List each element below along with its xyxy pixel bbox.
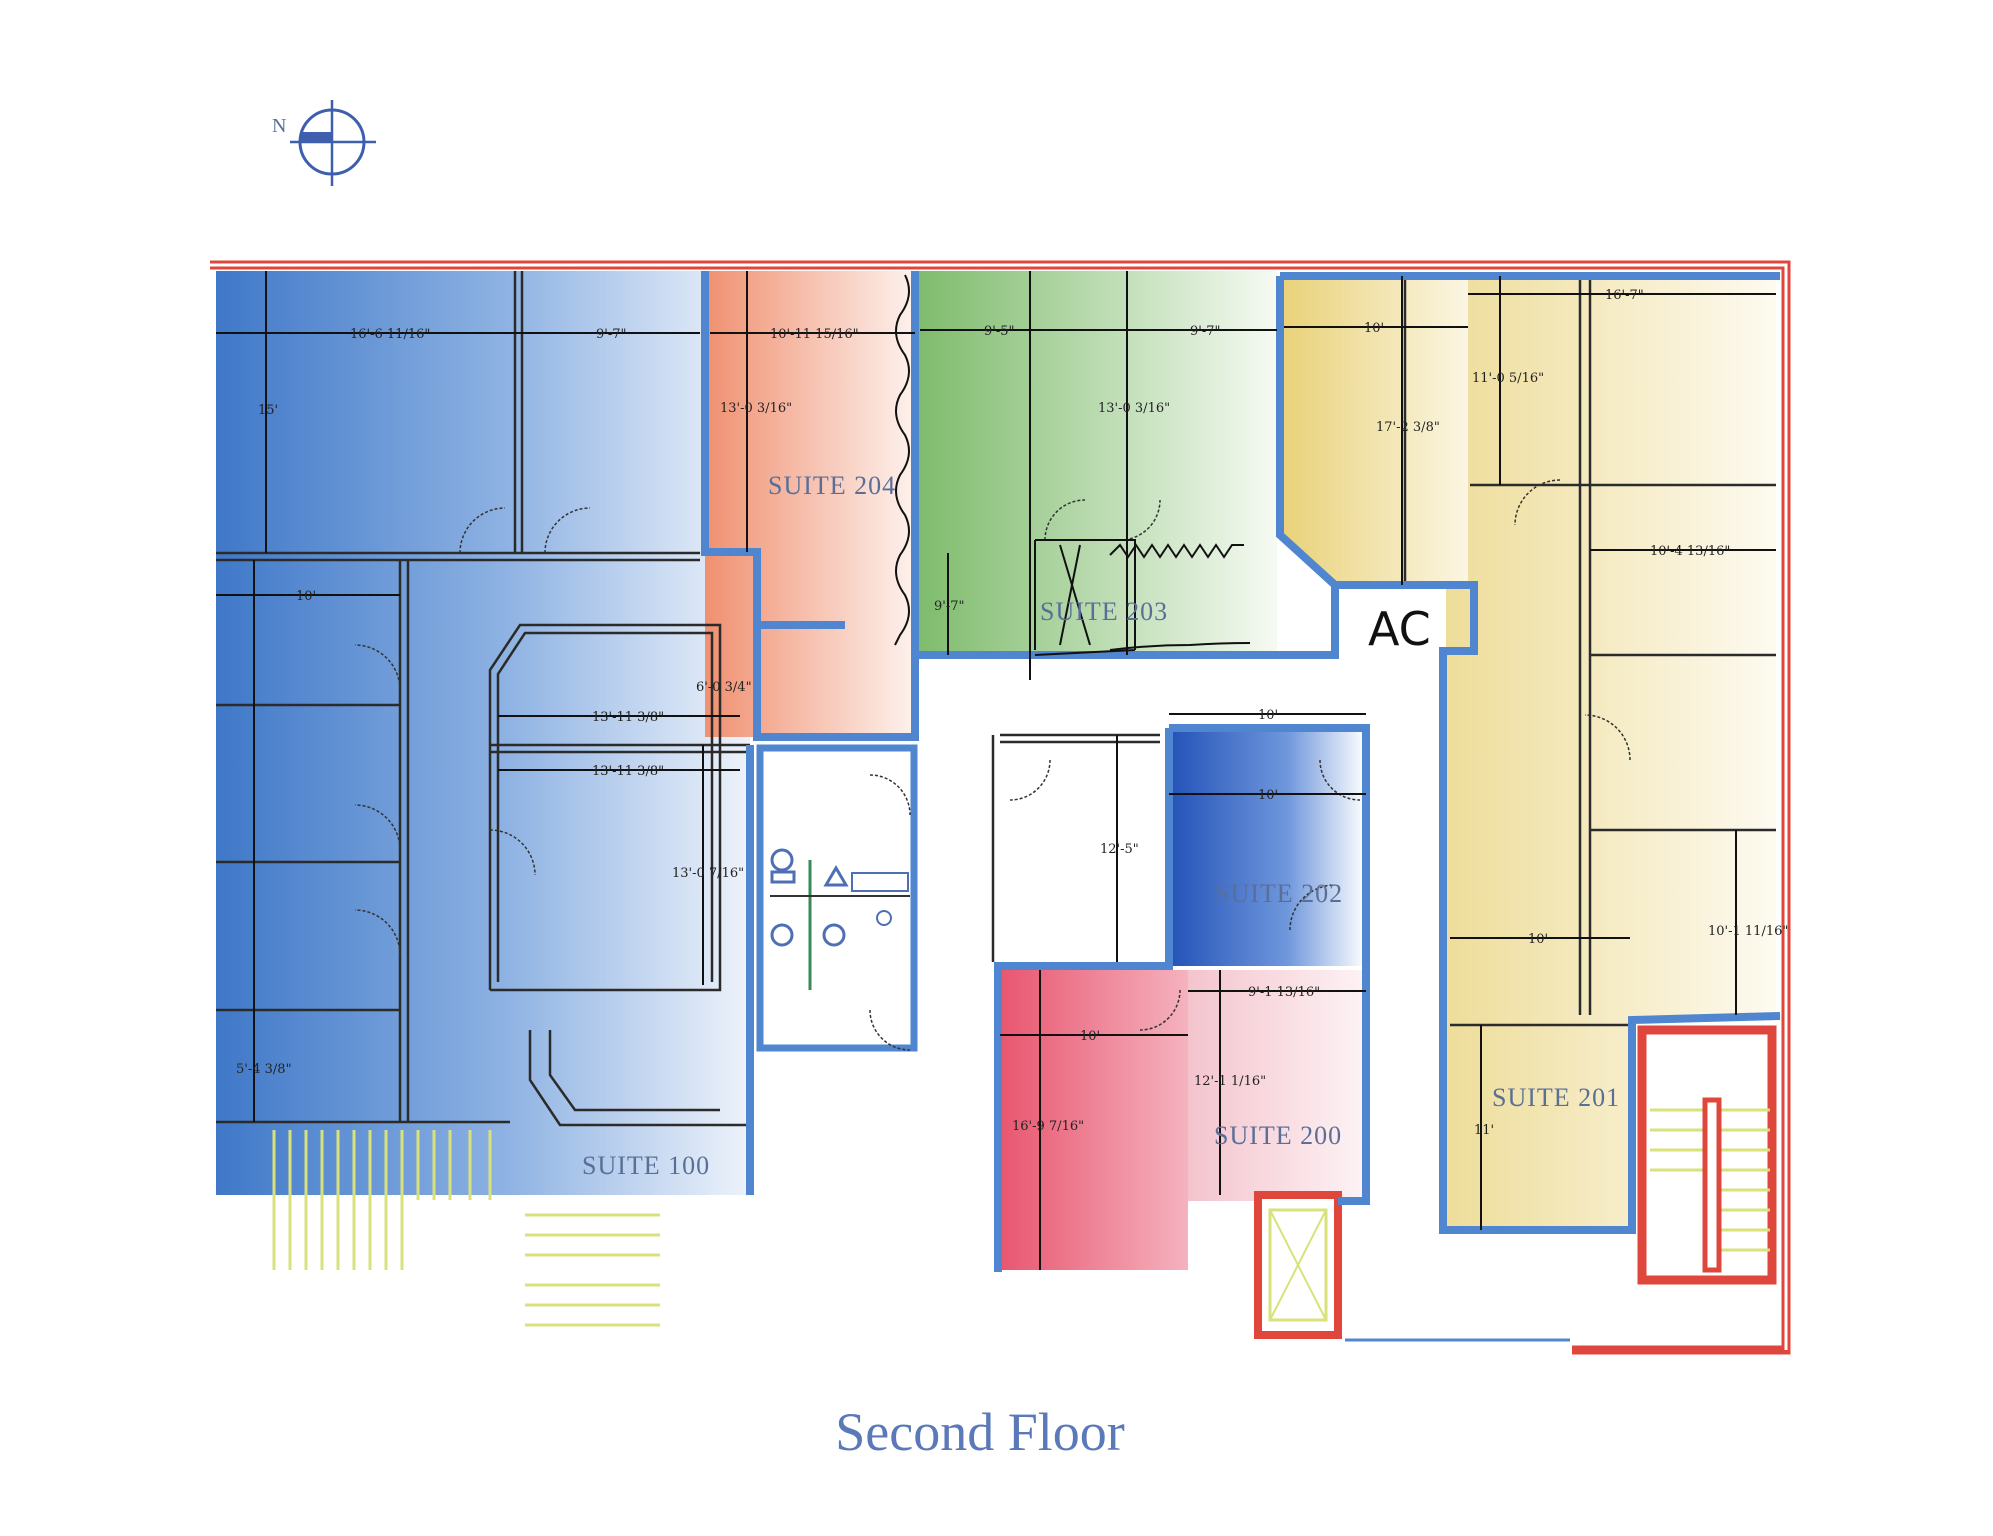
north-arrow-icon: N [272, 100, 376, 186]
dimension-label: 17'-2 3/8" [1376, 420, 1440, 435]
dimension-label: 10' [1364, 321, 1384, 336]
suite-204-area[interactable] [705, 271, 915, 737]
dimension-lines [216, 271, 1776, 1270]
dimension-label: 6'-0 3/4" [696, 680, 752, 695]
handwritten-markup [894, 274, 1251, 656]
dimension-label: 13'-0 3/16" [720, 401, 792, 416]
suite-202-area[interactable] [1169, 728, 1366, 966]
toilet-icon [770, 923, 794, 947]
urinal-icon [823, 865, 849, 887]
dimension-label: 15' [258, 403, 278, 418]
interior-walls [216, 271, 1776, 1127]
dimension-label: 10' [1080, 1029, 1100, 1044]
exterior-walls [210, 260, 1791, 1355]
dimension-label: 10' [1258, 788, 1278, 803]
dimension-label: 13'-0 7/16" [672, 866, 744, 881]
dimension-label: 16'-7" [1605, 288, 1644, 303]
elevator [1254, 1191, 1342, 1339]
doors [354, 479, 1631, 1051]
dimension-label: 9'-5" [984, 324, 1015, 339]
suite-100-area[interactable] [216, 271, 750, 1195]
dimension-label: 12'-5" [1100, 842, 1139, 857]
dimension-label: 10'-1 11/16" [1708, 924, 1788, 939]
dimension-label: 11' [1474, 1123, 1494, 1138]
suite-201-label: SUITE 201 [1492, 1083, 1620, 1112]
suite-200-office[interactable] [1000, 970, 1188, 1270]
dimension-label: 9'-1 13/16" [1248, 985, 1320, 1000]
suite-200-label: SUITE 200 [1214, 1121, 1342, 1150]
dimension-label: 10'-11 15/16" [770, 327, 859, 342]
suite-walls [701, 271, 1781, 1272]
dimension-label: 10' [1258, 708, 1278, 723]
dimension-label: 11'-0 5/16" [1472, 371, 1544, 386]
dimension-label: 13'-11 3/8" [592, 764, 664, 779]
dimension-label: 13'-11 3/8" [592, 710, 664, 725]
floor-title: Second Floor [835, 1402, 1125, 1462]
dimension-label: 10' [1528, 932, 1548, 947]
suite-200-reception[interactable] [1188, 970, 1366, 1201]
dimension-label: 13'-0 3/16" [1098, 401, 1170, 416]
ac-annotation: AC [1368, 602, 1431, 656]
dimension-label: 10'-4 13/16" [1650, 544, 1730, 559]
suite-100-label: SUITE 100 [582, 1151, 710, 1180]
suite-202-label: SUITE 202 [1215, 879, 1343, 908]
dimension-label: 16'-9 7/16" [1012, 1119, 1084, 1134]
dimension-labels: 16'-6 11/16" 9'-7" 10'-11 15/16" 13'-0 3… [236, 288, 1788, 1138]
dimension-label: 12'-1 1/16" [1194, 1074, 1266, 1089]
dimension-label: 10' [296, 589, 316, 604]
stairs-east [1637, 1025, 1777, 1285]
sink-icon [851, 872, 909, 892]
restroom [756, 744, 918, 1052]
suite-204-label: SUITE 204 [768, 471, 896, 500]
dimension-label: 16'-6 11/16" [350, 327, 430, 342]
stairs-west [272, 1130, 660, 1327]
dimension-label: 9'-7" [934, 599, 965, 614]
north-label: N [272, 115, 287, 137]
toilet-icon [822, 923, 846, 947]
suite-203-label: SUITE 203 [1040, 597, 1168, 626]
dimension-label: 9'-7" [1190, 324, 1221, 339]
suite-201-north-area[interactable] [1284, 276, 1468, 585]
dimension-label: 5'-4 3/8" [236, 1062, 292, 1077]
suite-201-area[interactable] [1446, 276, 1776, 1230]
toilet-icon [770, 848, 794, 872]
suite-203-area[interactable] [915, 271, 1277, 655]
sink-icon [876, 910, 892, 926]
dimension-label: 9'-7" [596, 327, 627, 342]
